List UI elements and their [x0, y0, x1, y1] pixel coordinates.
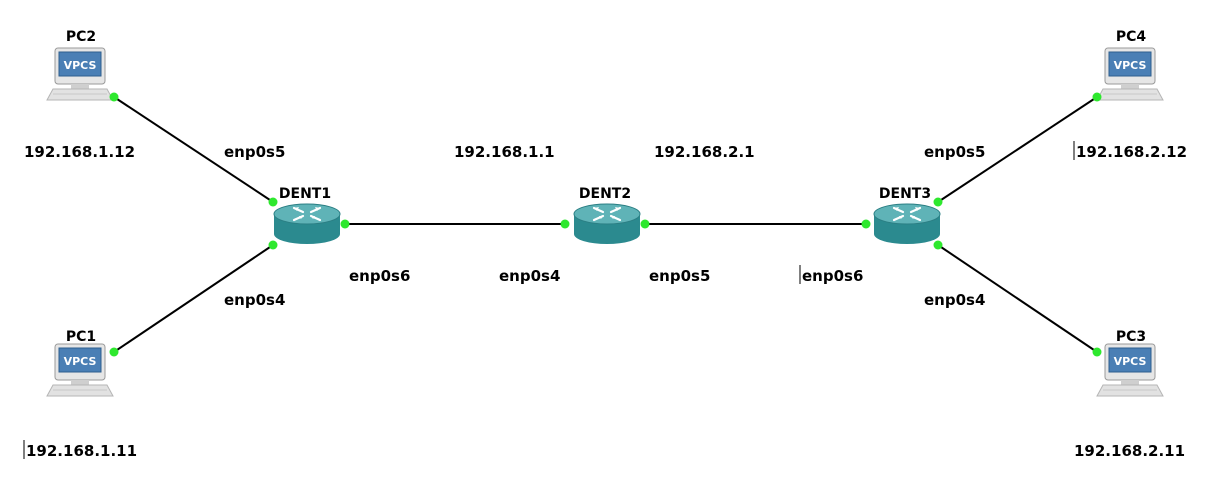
vpcs-pc-icon — [1096, 47, 1164, 101]
port-dot — [109, 92, 119, 102]
dent3-name: DENT3 — [879, 186, 931, 202]
dent3-enp0s6-label: enp0s6 — [802, 267, 863, 285]
port-dot — [1092, 92, 1102, 102]
link-dent3-pc3[interactable] — [937, 244, 1098, 353]
dent2-enp0s4-label: enp0s4 — [499, 267, 560, 285]
dent2-right-ip-label: 192.168.2.1 — [654, 143, 755, 161]
port-dot — [268, 240, 278, 250]
link-dent3-pc4[interactable] — [937, 96, 1098, 203]
pc2-node[interactable]: PC2 — [46, 29, 114, 101]
dent2-left-ip-label: 192.168.1.1 — [454, 143, 555, 161]
port-dot — [933, 197, 943, 207]
pc3-name: PC3 — [1116, 329, 1146, 345]
pc1-node[interactable]: PC1 — [46, 329, 114, 397]
dent1-name: DENT1 — [279, 186, 331, 202]
pc4-ip-label: 192.168.2.12 — [1076, 143, 1187, 161]
port-indicators — [109, 92, 1102, 357]
router-icon — [572, 202, 642, 246]
dent3-node[interactable]: DENT3 — [872, 186, 942, 246]
dent1-enp0s4-label: enp0s4 — [224, 291, 285, 309]
dent1-enp0s5-label: enp0s5 — [224, 143, 285, 161]
port-dot — [560, 219, 570, 229]
pc3-badge: VPCS — [1114, 355, 1147, 368]
dent2-node[interactable]: DENT2 — [572, 186, 642, 246]
pc4-node[interactable]: PC4 — [1096, 29, 1164, 101]
dent2-enp0s5-label: enp0s5 — [649, 267, 710, 285]
dent3-enp0s5-label: enp0s5 — [924, 143, 985, 161]
pc1-badge: VPCS — [64, 355, 97, 368]
port-dot — [268, 197, 278, 207]
pc4-badge: VPCS — [1114, 59, 1147, 72]
pc2-badge: VPCS — [64, 59, 97, 72]
port-dot — [640, 219, 650, 229]
links — [113, 96, 1098, 353]
router-icon — [272, 202, 342, 246]
vpcs-pc-icon — [46, 47, 114, 101]
pc3-node[interactable]: PC3 — [1096, 329, 1164, 397]
dent1-node[interactable]: DENT1 — [272, 186, 342, 246]
pc2-ip-label: 192.168.1.12 — [24, 143, 135, 161]
vpcs-pc-icon — [46, 343, 114, 397]
link-pc1-dent1[interactable] — [113, 244, 274, 353]
dent1-enp0s6-label: enp0s6 — [349, 267, 410, 285]
link-pc2-dent1[interactable] — [113, 96, 274, 203]
pc1-name: PC1 — [66, 329, 96, 345]
pc1-ip-label: 192.168.1.11 — [26, 442, 137, 460]
pc2-name: PC2 — [66, 29, 96, 45]
dent2-name: DENT2 — [579, 186, 631, 202]
port-dot — [1092, 347, 1102, 357]
port-dot — [340, 219, 350, 229]
router-icon — [872, 202, 942, 246]
port-dot — [861, 219, 871, 229]
pc4-name: PC4 — [1116, 29, 1147, 45]
vpcs-pc-icon — [1096, 343, 1164, 397]
port-dot — [109, 347, 119, 357]
port-dot — [933, 240, 943, 250]
pc3-ip-label: 192.168.2.11 — [1074, 442, 1185, 460]
dent3-enp0s4-label: enp0s4 — [924, 291, 985, 309]
